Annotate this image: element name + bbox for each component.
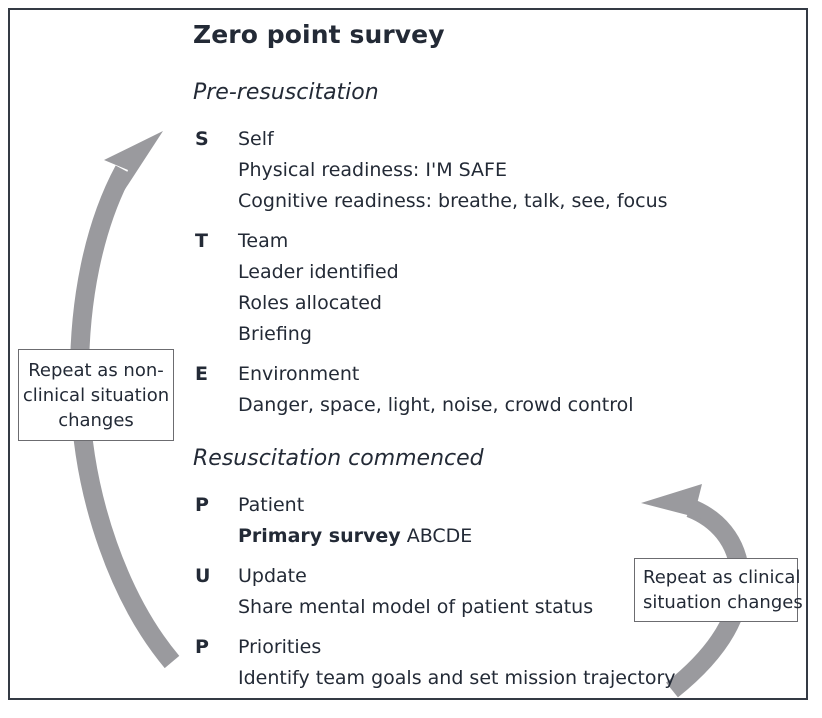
list-item: Leader identified <box>238 261 399 283</box>
block-letter-s: S <box>195 128 209 150</box>
list-item: Primary survey ABCDE <box>238 521 472 552</box>
figure-border <box>8 8 808 700</box>
block-lines-environment: Danger, space, light, noise, crowd contr… <box>238 390 634 421</box>
callout-clinical: Repeat as clinical situation changes <box>634 558 803 622</box>
block-head-priorities: Priorities <box>238 636 322 658</box>
callout-right-line-2: situation changes <box>643 592 803 613</box>
list-item: Cognitive readiness: breathe, talk, see,… <box>238 190 668 212</box>
block-head-environment: Environment <box>238 363 360 385</box>
phase-heading-pre: Pre-resuscitation <box>193 80 379 105</box>
phase-heading-resus: Resuscitation commenced <box>193 446 484 471</box>
page-title: Zero point survey <box>193 20 445 49</box>
list-item: Identify team goals and set mission traj… <box>238 667 676 689</box>
block-lines-update: Share mental model of patient status <box>238 592 593 623</box>
primary-survey-abcde: ABCDE <box>400 525 473 547</box>
callout-non-clinical: Repeat as non- clinical situation change… <box>18 349 174 441</box>
list-item: Physical readiness: I'M SAFE <box>238 159 507 181</box>
block-letter-t: T <box>195 230 208 252</box>
callout-left-line-2: clinical situation <box>22 385 170 406</box>
callout-right-line-1: Repeat as clinical <box>643 567 801 588</box>
list-item: Share mental model of patient status <box>238 596 594 618</box>
block-head-team: Team <box>238 230 289 252</box>
left-arrow-head <box>104 131 163 200</box>
block-lines-team: Leader identified Roles allocated Briefi… <box>238 257 399 350</box>
block-lines-priorities: Identify team goals and set mission traj… <box>238 663 676 694</box>
block-head-patient: Patient <box>238 494 305 516</box>
block-head-self: Self <box>238 128 274 150</box>
block-letter-p-priorities: P <box>195 636 209 658</box>
block-lines-self: Physical readiness: I'M SAFE Cognitive r… <box>238 155 668 217</box>
block-head-update: Update <box>238 565 307 587</box>
list-item: Danger, space, light, noise, crowd contr… <box>238 394 634 416</box>
right-arrow-head <box>641 484 722 524</box>
callout-left-line-3: changes <box>58 410 134 431</box>
block-letter-e: E <box>195 363 208 385</box>
primary-survey-label: Primary survey <box>238 525 401 547</box>
callout-left-line-1: Repeat as non- <box>28 360 164 381</box>
block-letter-u: U <box>195 565 211 587</box>
block-lines-patient: Primary survey ABCDE <box>238 521 472 552</box>
list-item: Briefing <box>238 323 312 345</box>
block-letter-p-patient: P <box>195 494 209 516</box>
list-item: Roles allocated <box>238 292 382 314</box>
